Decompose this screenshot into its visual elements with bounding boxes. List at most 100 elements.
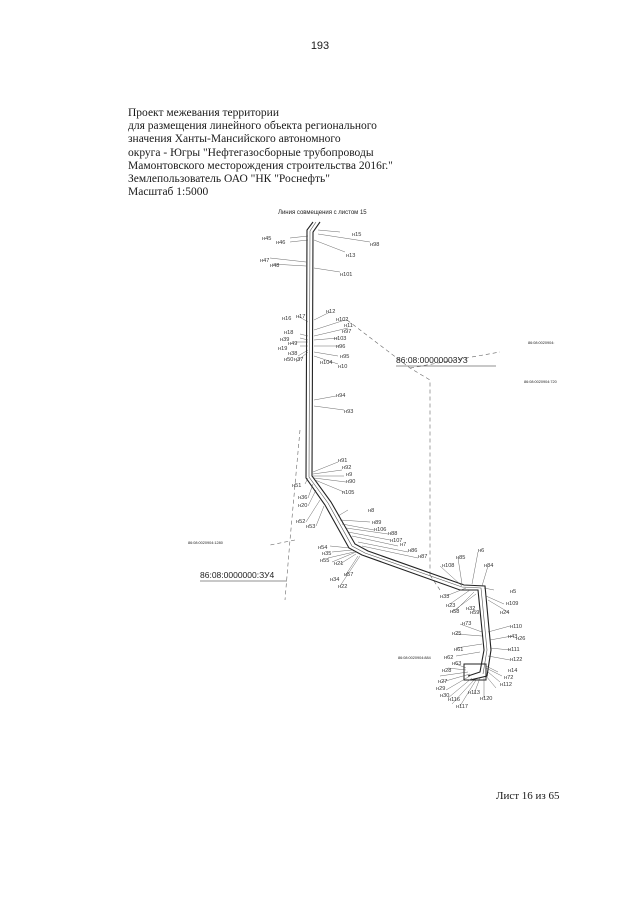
point-label: н7 <box>400 542 406 548</box>
point-label: н8 <box>368 508 374 514</box>
point-label: н104 <box>320 360 332 366</box>
point-label: н16 <box>282 316 291 322</box>
point-label: н96 <box>336 344 345 350</box>
point-label: н102 <box>336 317 348 323</box>
point-label: н13 <box>346 253 355 259</box>
cadastral-label: 86:08:0020904:1280 <box>188 541 223 545</box>
point-label: н61 <box>454 647 463 653</box>
point-label: н55 <box>320 558 329 564</box>
point-label: н30 <box>440 693 449 699</box>
point-label: н116 <box>448 697 460 703</box>
point-label: н26 <box>516 636 525 642</box>
header-line: Масштаб 1:5000 <box>128 186 209 199</box>
point-label: н106 <box>374 527 386 533</box>
point-label: н87 <box>418 554 427 560</box>
point-label: н47 <box>260 258 269 264</box>
point-label: н39 <box>280 337 289 343</box>
point-label: н36 <box>298 495 307 501</box>
boundary-dashed <box>269 319 501 601</box>
map-labels: Линия совмещения с листом 15 86:08:00000… <box>188 210 557 660</box>
pipeline-corridor <box>305 221 492 681</box>
point-label: н9 <box>346 472 352 478</box>
point-label: н17 <box>296 314 305 320</box>
point-label: н109 <box>506 601 518 607</box>
point-label: н120 <box>480 696 492 702</box>
point-label: н45 <box>262 236 271 242</box>
point-label: н57 <box>344 572 353 578</box>
point-label: н107 <box>390 538 402 544</box>
point-label: н103 <box>334 336 346 342</box>
point-label: н108 <box>442 563 454 569</box>
header-line: для размещения линейного объекта региона… <box>128 120 377 133</box>
point-label: н14 <box>508 668 517 674</box>
point-label: н11 <box>344 323 353 329</box>
point-label: н23 <box>446 603 455 609</box>
point-label: н50 <box>284 357 293 363</box>
parcel-label: 86:08:00000003УЗ <box>396 355 468 365</box>
point-label: н49 <box>288 341 297 347</box>
point-label: н15 <box>352 232 361 238</box>
point-label: н111 <box>508 647 520 653</box>
point-label: н112 <box>500 682 512 688</box>
cadastral-label: 86:08:0020904:884 <box>398 656 431 660</box>
point-label: н122 <box>510 657 522 663</box>
cadastral-label: 86:08:0020904:720 <box>524 380 557 384</box>
header-line: Мамонтовского месторождения строительств… <box>128 159 393 172</box>
point-label: н85 <box>456 555 465 561</box>
point-label: н62 <box>444 655 453 661</box>
parcel-label: 86:08:0000000:ЗУ4 <box>200 570 275 580</box>
point-label: н48 <box>270 263 279 269</box>
point-label: н59 <box>470 610 479 616</box>
point-label: н73 <box>462 621 471 627</box>
point-label: н22 <box>338 584 347 590</box>
point-label: н28 <box>442 668 451 674</box>
point-label: н34 <box>330 577 339 583</box>
point-label: н54 <box>318 545 327 551</box>
point-label: н86 <box>408 548 417 554</box>
point-label: н24 <box>500 610 509 616</box>
cadastral-label: 86:08:0020904: <box>528 341 554 345</box>
point-label: н20 <box>298 503 307 509</box>
point-label: н37 <box>294 357 303 363</box>
point-label: н46 <box>276 240 285 246</box>
point-label: н98 <box>370 242 379 248</box>
point-label: н32 <box>466 606 475 612</box>
point-label: н97 <box>342 329 351 335</box>
point-label: н18 <box>284 330 293 336</box>
point-label: н110 <box>510 624 522 630</box>
point-label: н93 <box>344 409 353 415</box>
sheet-number: Лист 16 из 65 <box>496 790 560 802</box>
point-label: н38 <box>288 351 297 357</box>
point-label: н72 <box>504 675 513 681</box>
point-label: н92 <box>342 465 351 471</box>
point-label: н52 <box>296 519 305 525</box>
point-label: н95 <box>340 354 349 360</box>
point-label: н90 <box>346 479 355 485</box>
point-label: н53 <box>306 524 315 530</box>
parcel-outline <box>463 663 487 681</box>
point-label: н101 <box>340 272 352 278</box>
header-line: Землепользователь ОАО "НК "Роснефть" <box>128 173 330 186</box>
point-label: н94 <box>336 393 345 399</box>
point-label: н105 <box>342 490 354 496</box>
header-line: Проект межевания территории <box>128 107 279 119</box>
point-label: н6 <box>478 548 484 554</box>
point-label: н21 <box>334 561 343 567</box>
point-label: н29 <box>436 686 445 692</box>
header-line: округа - Югры "Нефтегазосборные трубопро… <box>128 146 374 159</box>
point-label: н89 <box>372 520 381 526</box>
header-line: значения Ханты-Мансийского автономного <box>128 133 341 146</box>
point-label: н12 <box>326 309 335 315</box>
point-label: н19 <box>278 346 287 352</box>
leader-lines <box>269 229 513 707</box>
point-label: н117 <box>456 704 468 710</box>
page-number: 193 <box>310 40 330 52</box>
point-label: н58 <box>450 609 459 615</box>
point-label: н25 <box>452 631 461 637</box>
point-label: н43 <box>508 634 517 640</box>
point-label: н5 <box>510 589 516 595</box>
point-label: н84 <box>484 563 493 569</box>
point-label: н51 <box>292 483 301 489</box>
point-label: н27 <box>438 679 447 685</box>
